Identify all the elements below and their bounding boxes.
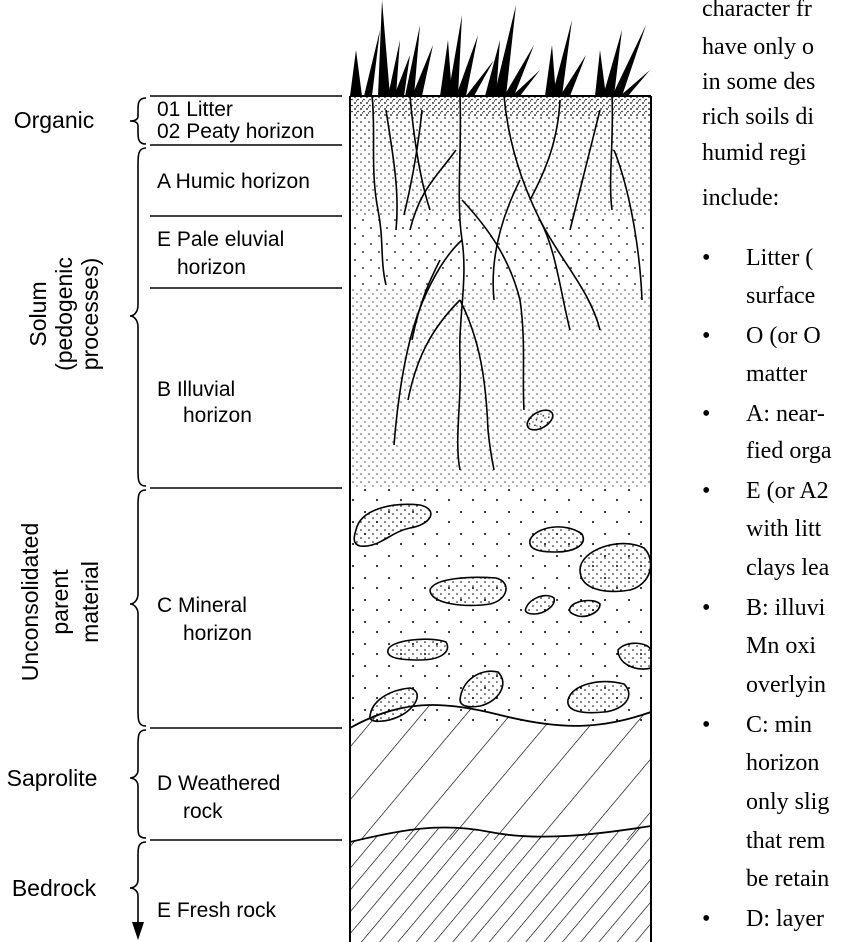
svg-text:clays lea: clays lea	[746, 555, 830, 581]
svg-text:matter: matter	[746, 361, 807, 387]
grass-icon	[350, 0, 650, 96]
horizon-b-label-2: horizon	[183, 404, 252, 427]
bullet-list: • Litter ( surface • O (or O matter • A:…	[702, 245, 832, 932]
horizon-d-label-1: D Weathered	[157, 772, 280, 795]
svg-text:•: •	[702, 595, 710, 621]
svg-text:include:: include:	[702, 185, 779, 211]
arrow-down-icon	[132, 922, 144, 940]
group-braces	[129, 97, 147, 930]
svg-text:horizon: horizon	[746, 750, 819, 776]
svg-text:(pedogenic: (pedogenic	[51, 257, 77, 371]
svg-text:•: •	[702, 478, 710, 504]
svg-text:humid regi: humid regi	[702, 140, 807, 166]
svg-text:•: •	[702, 323, 710, 349]
group-bedrock: Bedrock	[12, 875, 97, 901]
svg-text:D: layer: D: layer	[746, 906, 824, 932]
svg-text:Litter (: Litter (	[746, 245, 813, 271]
horizon-fresh-rock-label: E Fresh rock	[157, 899, 277, 922]
horizon-a-label: A Humic horizon	[157, 170, 310, 193]
svg-text:with litt: with litt	[746, 516, 822, 542]
group-solum: Solum (pedogenic processes)	[25, 257, 103, 371]
svg-text:Mn oxi: Mn oxi	[746, 633, 816, 659]
svg-text:in some des: in some des	[702, 69, 815, 95]
svg-text:have only o: have only o	[702, 34, 814, 60]
svg-text:A: near-: A: near-	[746, 401, 825, 427]
horizon-c-label-1: C Mineral	[157, 594, 247, 617]
svg-text:only slig: only slig	[746, 789, 829, 815]
svg-text:be retain: be retain	[746, 866, 829, 892]
svg-text:•: •	[702, 906, 710, 932]
svg-text:that rem: that rem	[746, 828, 826, 854]
horizon-o1-label: 01 Litter	[157, 98, 233, 121]
horizon-d-label-2: rock	[183, 800, 223, 823]
svg-text:character fr: character fr	[702, 0, 812, 22]
horizon-dividers	[150, 95, 342, 841]
root-system	[371, 96, 643, 471]
svg-text:B: illuvi: B: illuvi	[746, 595, 826, 621]
horizon-c-label-2: horizon	[183, 622, 252, 645]
horizon-e-label-2: horizon	[177, 256, 246, 279]
svg-text:material: material	[77, 561, 103, 643]
svg-text:parent: parent	[47, 569, 73, 635]
horizon-b-label-1: B Illuvial	[157, 378, 235, 401]
horizon-e-label-1: E Pale eluvial	[157, 228, 284, 251]
svg-text:overlyin: overlyin	[746, 672, 826, 698]
svg-text:surface: surface	[746, 283, 815, 309]
group-saprolite: Saprolite	[7, 765, 98, 791]
svg-text:O (or O: O (or O	[746, 323, 821, 349]
svg-text:Unconsolidated: Unconsolidated	[17, 523, 43, 682]
svg-text:E (or A2: E (or A2	[746, 478, 829, 504]
svg-text:rich soils di: rich soils di	[702, 104, 814, 130]
pebbles	[353, 409, 651, 723]
svg-text:•: •	[702, 401, 710, 427]
svg-text:fied orga: fied orga	[746, 438, 832, 464]
side-paragraph: character fr have only o in some des ric…	[702, 0, 815, 211]
group-organic: Organic	[14, 107, 95, 133]
svg-text:•: •	[702, 245, 710, 271]
svg-text:•: •	[702, 712, 710, 738]
svg-text:C: min: C: min	[746, 712, 812, 738]
horizon-o2-label: 02 Peaty horizon	[157, 120, 315, 143]
svg-text:Solum: Solum	[25, 281, 51, 346]
group-parent-material: Unconsolidated parent material	[17, 523, 103, 682]
svg-text:processes): processes)	[77, 258, 103, 370]
